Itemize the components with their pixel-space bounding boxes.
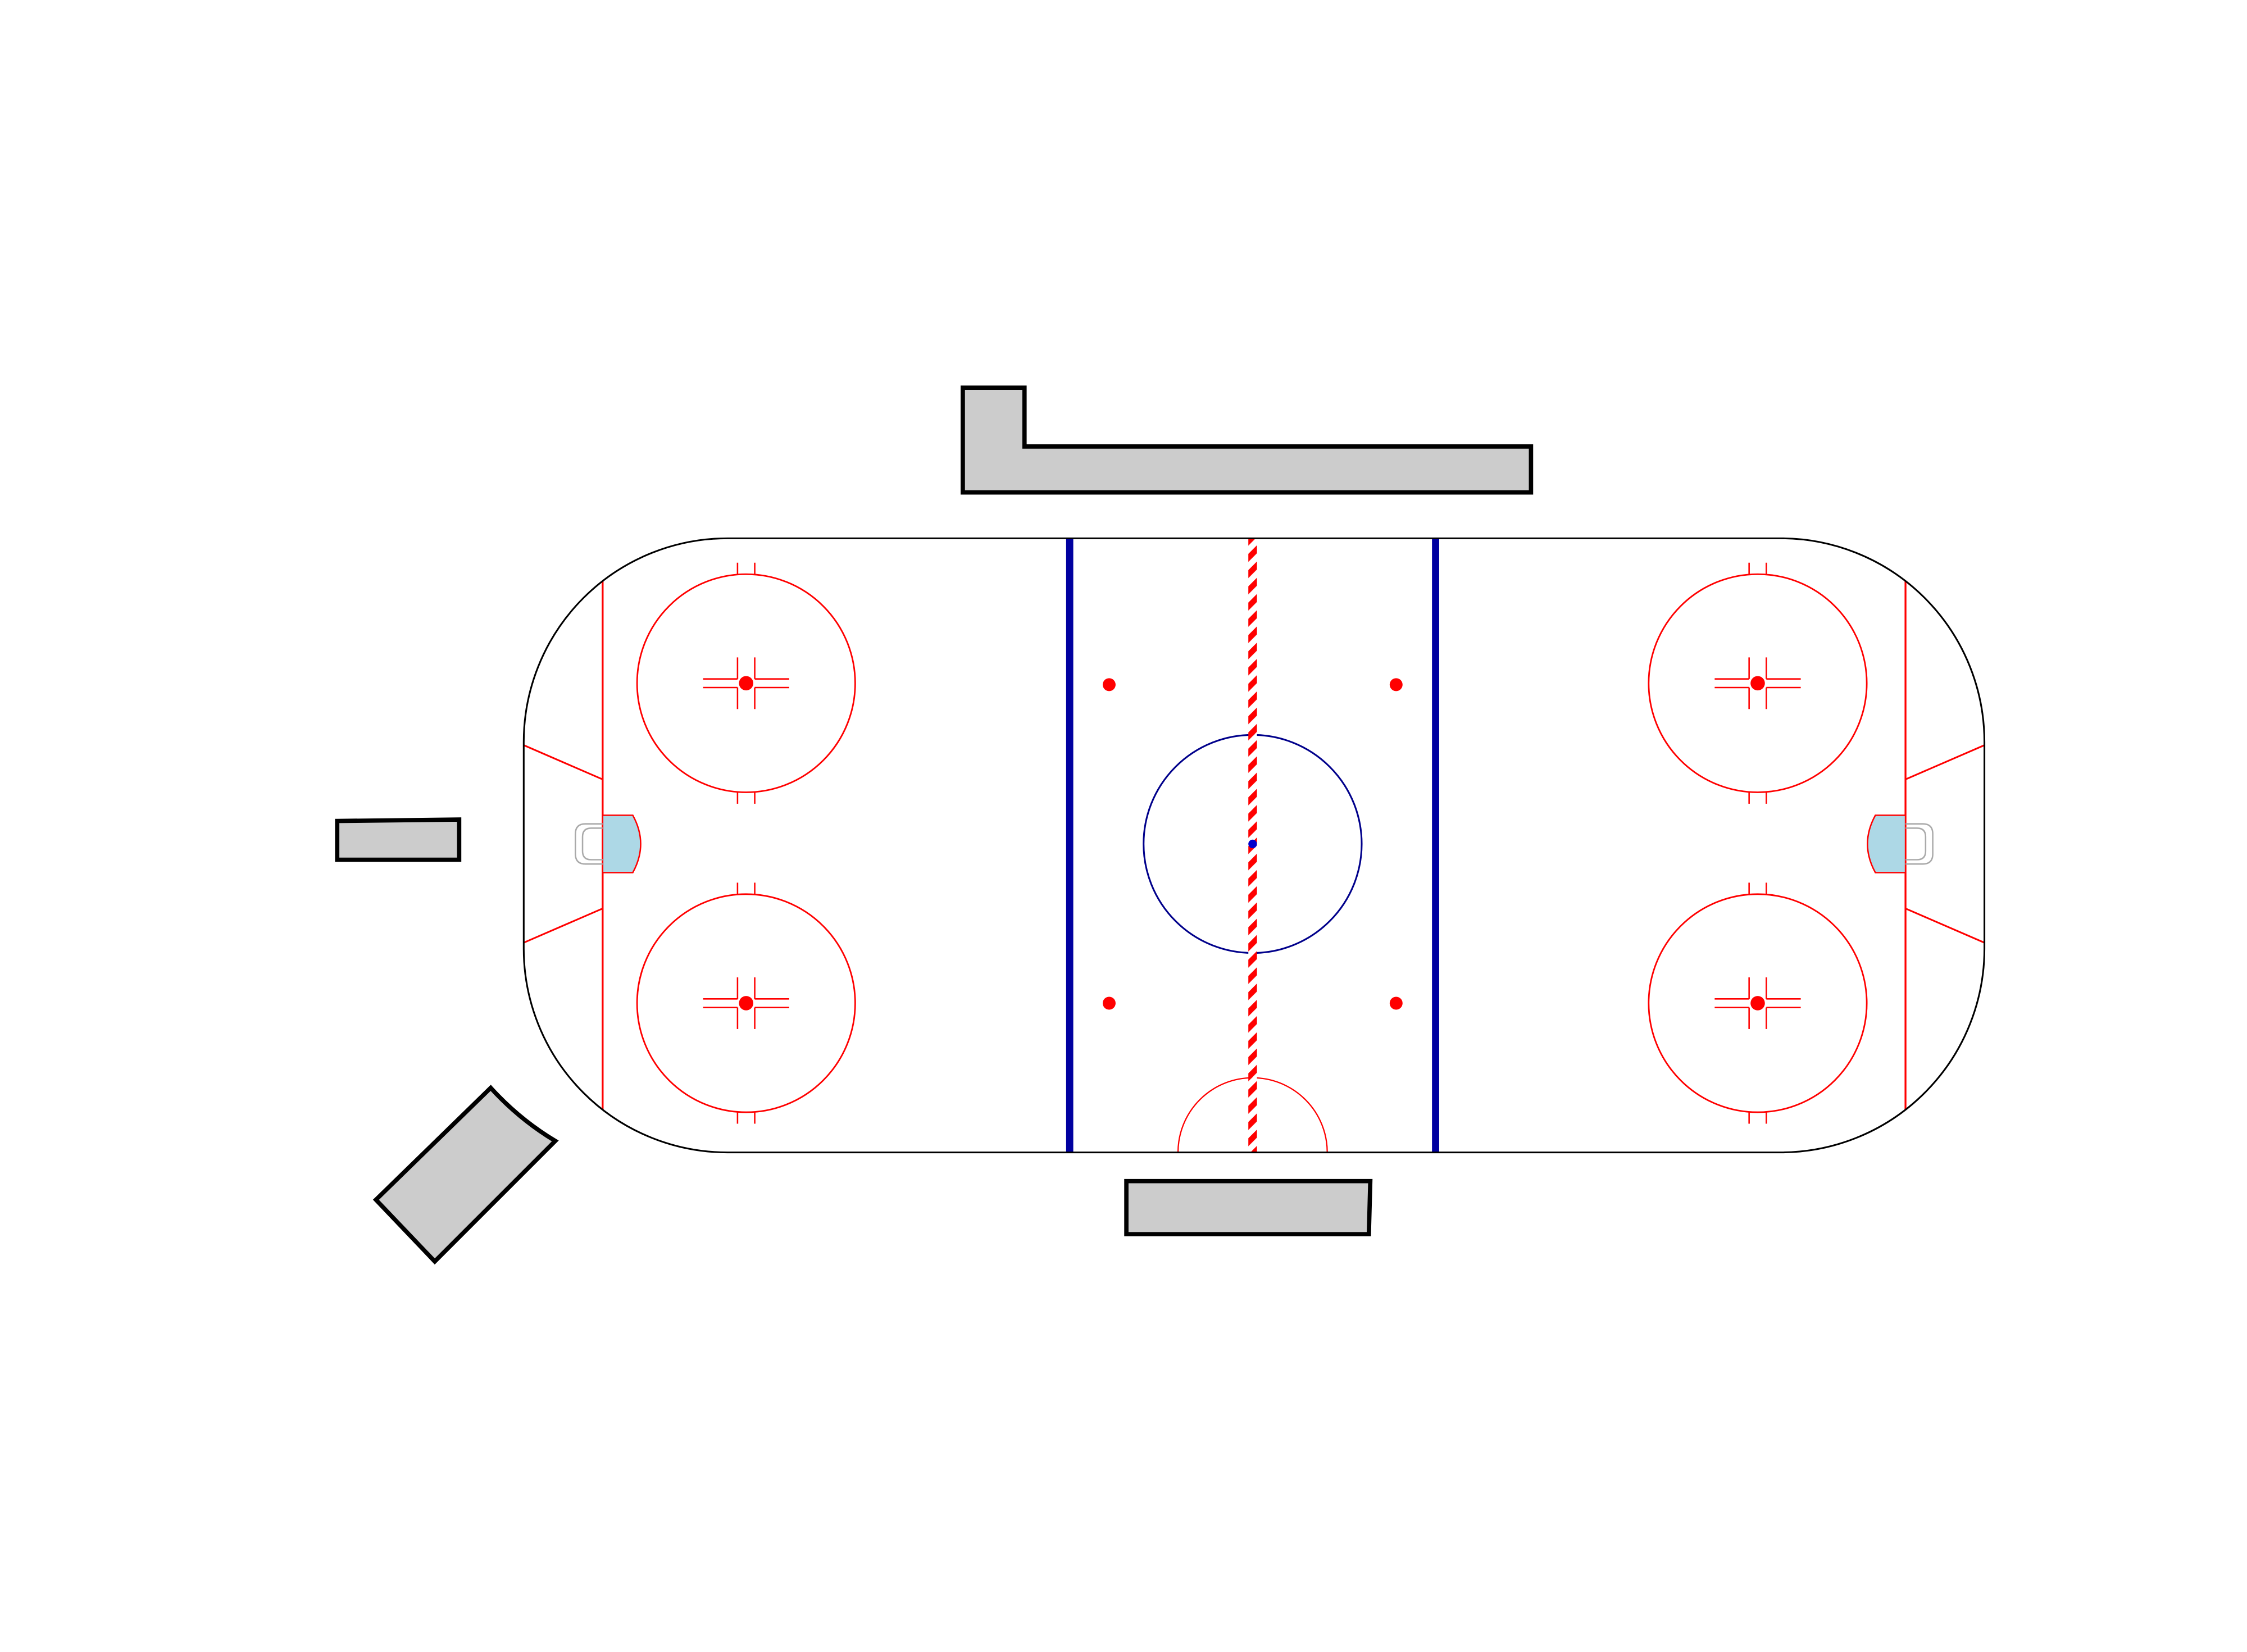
- neutral-dot: [1102, 996, 1116, 1010]
- faceoff-circle-ring: [636, 573, 856, 793]
- rink: [522, 537, 1986, 1154]
- rink-boards: [522, 537, 1986, 1154]
- neutral-dot: [1389, 678, 1403, 691]
- faceoff-circle-ring: [636, 893, 856, 1113]
- faceoff-dot: [739, 676, 753, 691]
- faceoff-circle-ring: [1648, 893, 1868, 1113]
- faceoff-circle: [1648, 882, 1868, 1124]
- faceoff-dot: [1750, 996, 1765, 1011]
- neutral-zone-dots: [1102, 678, 1403, 1010]
- faceoff-circle: [636, 562, 856, 804]
- end-zone-faceoff-circles: [636, 562, 1868, 1124]
- faceoff-circle: [1648, 562, 1868, 804]
- small-building-left: [335, 817, 462, 862]
- center-faceoff-dot: [1248, 839, 1257, 849]
- neutral-dot: [1102, 678, 1116, 691]
- trapezoid-right: [1905, 741, 1985, 947]
- building-bottom-center: [1124, 1178, 1373, 1237]
- faceoff-dot: [1750, 676, 1765, 691]
- goal-crease-left: [602, 814, 642, 873]
- goal-net-left: [574, 823, 603, 865]
- blue-line-left: [1066, 538, 1074, 1153]
- l-shaped-building-top: [961, 385, 1534, 495]
- outbuildings: [335, 385, 1534, 1265]
- angled-building-bottom-left: [372, 1085, 559, 1265]
- goal-net-right: [1905, 823, 1934, 865]
- goal-crease-right: [1867, 814, 1907, 873]
- faceoff-circle: [636, 882, 856, 1124]
- blue-line-right: [1432, 538, 1439, 1153]
- faceoff-dot: [739, 996, 753, 1011]
- trapezoid-left: [524, 741, 603, 947]
- neutral-dot: [1389, 996, 1403, 1010]
- faceoff-circle-ring: [1648, 573, 1868, 793]
